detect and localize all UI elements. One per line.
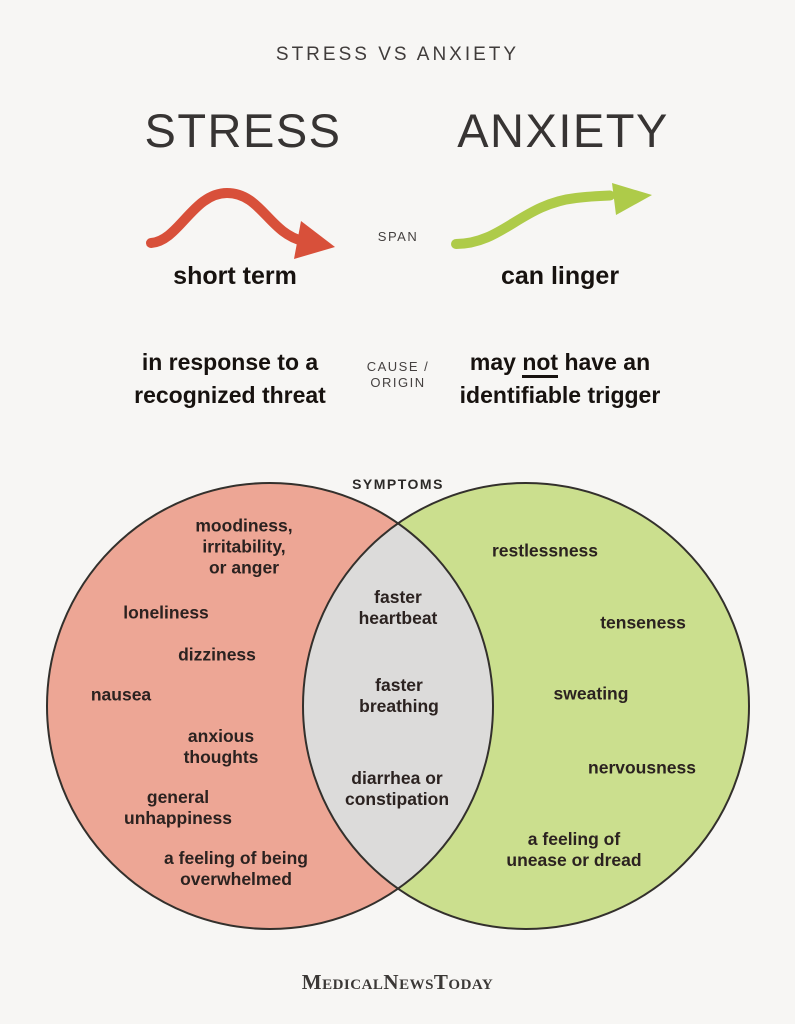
stress-symptom-overwhelmed: a feeling of being overwhelmed (164, 848, 308, 889)
cause-underlined-not: not (522, 349, 559, 378)
venn-diagram (46, 482, 750, 930)
symptoms-row-label: SYMPTOMS (352, 476, 444, 492)
stress-bell-curve-arrow-icon (146, 187, 335, 259)
anxiety-cause-line1: may not have an (410, 346, 710, 379)
medical-news-today-logo: MedicalNewsToday (301, 970, 494, 994)
cause-post-text: have an (558, 349, 651, 375)
stress-symptom-anxious-thoughts: anxious thoughts (183, 726, 259, 767)
cause-row-label: CAUSE / ORIGIN (366, 359, 430, 390)
anxiety-arrow-head (612, 183, 652, 215)
stress-circle-outline (46, 482, 494, 930)
stress-arrow-head (294, 221, 335, 259)
anxiety-arrow-shaft (451, 190, 615, 249)
stress-symptom-dizziness: dizziness (178, 644, 256, 665)
shared-symptom-faster-heartbeat: faster heartbeat (358, 587, 438, 628)
anxiety-symptom-unease-dread: a feeling of unease or dread (506, 829, 642, 870)
anxiety-circle-outline (302, 482, 750, 930)
stress-symptom-moodiness: moodiness, irritability, or anger (195, 515, 293, 578)
shared-symptom-faster-breathing: faster breathing (359, 675, 439, 716)
stress-arrow-shaft (146, 187, 308, 248)
stress-symptom-nausea: nausea (90, 684, 152, 705)
stress-span-value: short term (173, 262, 297, 290)
span-row-label: SPAN (377, 229, 419, 244)
anxiety-symptom-sweating: sweating (553, 683, 629, 704)
stress-cause-value: in response to a recognized threat (134, 349, 326, 408)
page-title: STRESS VS ANXIETY (275, 44, 520, 65)
shared-symptom-diarrhea-constipation: diarrhea or constipation (344, 768, 450, 809)
anxiety-cause-line2: identifiable trigger (459, 382, 661, 408)
anxiety-heading: ANXIETY (457, 104, 669, 157)
anxiety-rising-arrow-icon (451, 183, 652, 249)
shared-overlap-lens (303, 483, 493, 929)
anxiety-span-value: can linger (500, 262, 620, 290)
anxiety-symptom-restlessness: restlessness (491, 540, 599, 561)
anxiety-symptom-nervousness: nervousness (588, 757, 696, 778)
anxiety-symptom-tenseness: tenseness (600, 612, 686, 633)
anxiety-cause-value: may not have an identifiable trigger (410, 346, 710, 412)
cause-pre-text: may (469, 349, 523, 375)
stress-heading: STRESS (144, 104, 342, 157)
stress-symptom-loneliness: loneliness (123, 602, 209, 623)
stress-symptom-general-unhappiness: general unhappiness (124, 787, 232, 828)
